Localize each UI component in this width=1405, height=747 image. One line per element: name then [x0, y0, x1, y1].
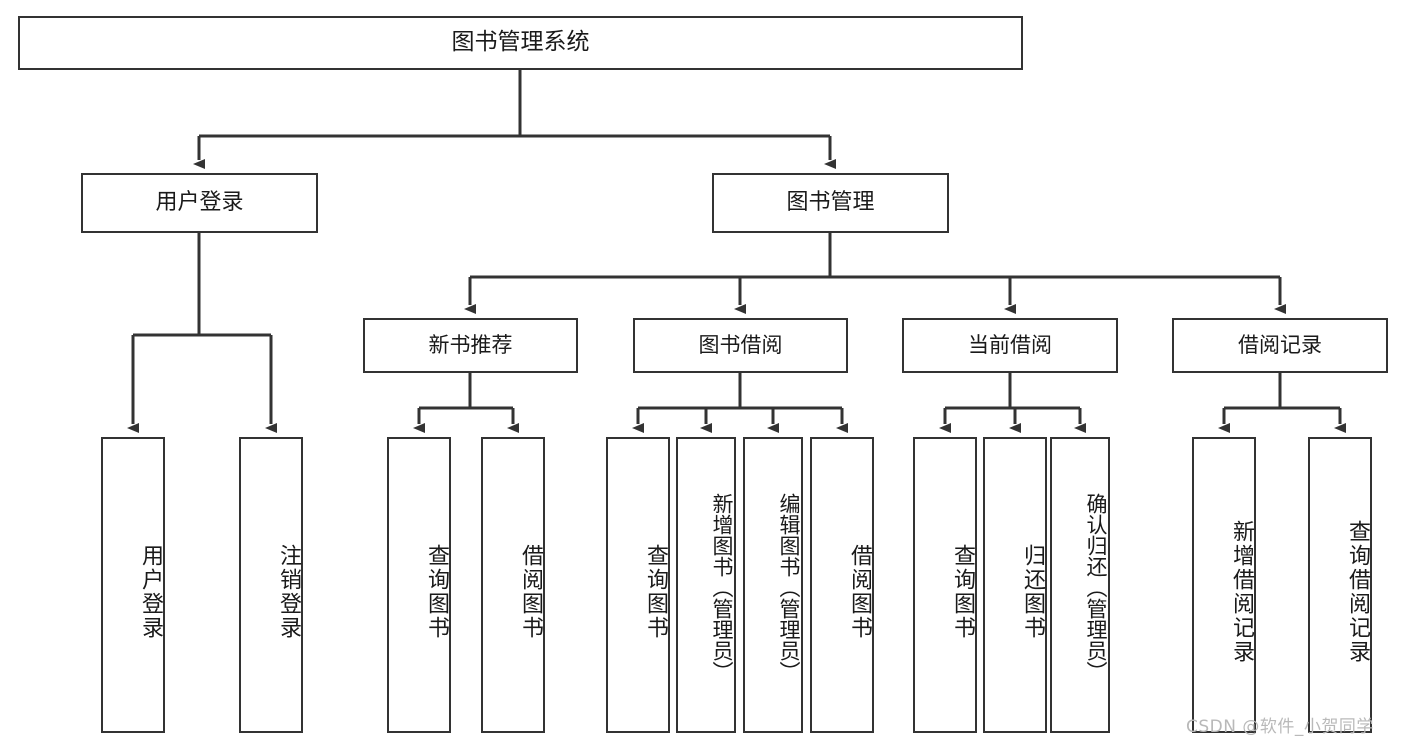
node-new-book-rec[interactable]: 新书推荐: [363, 318, 578, 373]
node-leaf-edit-book-admin[interactable]: 编辑图书（管理员）: [743, 437, 803, 733]
node-leaf-borrow-book-2[interactable]: 借阅图书: [810, 437, 874, 733]
node-leaf-borrow-book-1-label: 借阅图书: [518, 544, 543, 640]
node-leaf-borrow-book-1[interactable]: 借阅图书: [481, 437, 545, 733]
node-leaf-query-borrow-record[interactable]: 查询借阅记录: [1308, 437, 1372, 733]
node-user-login-label: 用户登录: [155, 190, 244, 216]
node-user-login[interactable]: 用户登录: [81, 173, 318, 233]
node-leaf-query-book-1-label: 查询图书: [424, 544, 449, 640]
node-leaf-user-login[interactable]: 用户登录: [101, 437, 165, 733]
node-borrow-record[interactable]: 借阅记录: [1172, 318, 1388, 373]
node-leaf-add-borrow-record[interactable]: 新增借阅记录: [1192, 437, 1256, 733]
node-leaf-borrow-book-2-label: 借阅图书: [847, 544, 872, 640]
node-leaf-query-book-1[interactable]: 查询图书: [387, 437, 451, 733]
node-leaf-query-book-3-label: 查询图书: [950, 544, 975, 640]
node-current-borrow-label: 当前借阅: [968, 333, 1052, 358]
node-leaf-query-borrow-record-label: 查询借阅记录: [1345, 520, 1370, 664]
node-book-manage[interactable]: 图书管理: [712, 173, 949, 233]
node-root-label: 图书管理系统: [451, 29, 590, 56]
node-borrow-record-label: 借阅记录: [1238, 333, 1322, 358]
node-root[interactable]: 图书管理系统: [18, 16, 1023, 70]
node-current-borrow[interactable]: 当前借阅: [902, 318, 1118, 373]
node-leaf-user-logout[interactable]: 注销登录: [239, 437, 303, 733]
node-leaf-edit-book-admin-label: 编辑图书（管理员）: [777, 492, 801, 682]
node-leaf-add-book-admin-label: 新增图书（管理员）: [710, 492, 734, 682]
node-book-borrow-label: 图书借阅: [698, 333, 783, 358]
node-leaf-add-borrow-record-label: 新增借阅记录: [1229, 520, 1254, 664]
node-leaf-add-book-admin[interactable]: 新增图书（管理员）: [676, 437, 736, 733]
node-leaf-return-book-label: 归还图书: [1020, 544, 1045, 640]
node-leaf-query-book-3[interactable]: 查询图书: [913, 437, 977, 733]
node-leaf-return-book[interactable]: 归还图书: [983, 437, 1047, 733]
node-book-borrow[interactable]: 图书借阅: [633, 318, 848, 373]
csdn-watermark: CSDN @软件_小贺同学: [1186, 717, 1374, 737]
node-leaf-query-book-2-label: 查询图书: [643, 544, 668, 640]
node-leaf-user-login-label: 用户登录: [138, 544, 163, 640]
node-book-manage-label: 图书管理: [786, 190, 875, 216]
node-leaf-confirm-return-admin[interactable]: 确认归还（管理员）: [1050, 437, 1110, 733]
node-leaf-user-logout-label: 注销登录: [276, 544, 301, 640]
node-leaf-confirm-return-admin-label: 确认归还（管理员）: [1084, 492, 1108, 682]
node-new-book-rec-label: 新书推荐: [428, 333, 513, 358]
node-leaf-query-book-2[interactable]: 查询图书: [606, 437, 670, 733]
